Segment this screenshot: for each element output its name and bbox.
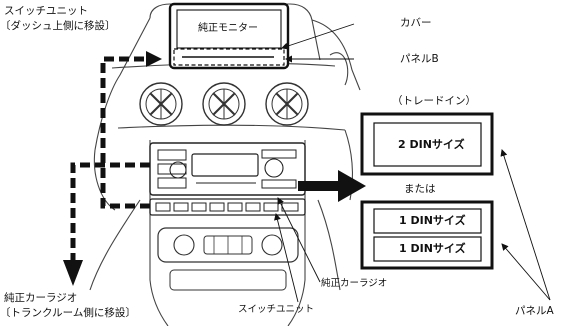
factory-monitor-label: 純正モニター xyxy=(198,23,258,34)
cover-label: カバー xyxy=(400,17,432,29)
factory-radio-center-label: 純正カーラジオ xyxy=(321,278,388,289)
2din-unit-box xyxy=(360,112,494,176)
radio-relocation-arrow xyxy=(63,162,150,286)
1din-size-lower-label: 1 DINサイズ xyxy=(399,242,466,255)
right-vent xyxy=(265,82,309,126)
leader-lines xyxy=(274,23,551,303)
panel-b-label: パネルB xyxy=(400,53,439,65)
or-label: または xyxy=(404,183,436,195)
lower-console xyxy=(157,227,299,291)
switch-unit-title-label: スイッチユニット xyxy=(4,5,88,17)
factory-monitor xyxy=(168,2,290,70)
trade-in-arrow xyxy=(298,170,366,202)
switch-unit-bottom-label: スイッチユニット xyxy=(238,304,315,315)
2din-size-label: 2 DINサイズ xyxy=(398,138,465,151)
factory-radio-note-label: 〔トランクルーム側に移設〕 xyxy=(0,307,136,319)
switch-unit-note-label: 〔ダッシュ上側に移設〕 xyxy=(0,20,116,32)
left-vent xyxy=(139,82,183,126)
air-vents xyxy=(139,82,309,126)
center-vent xyxy=(202,82,246,126)
panel-a-label: パネルA xyxy=(515,305,554,317)
switch-unit-relocation-arrow xyxy=(100,51,162,209)
factory-radio-unit xyxy=(149,142,306,196)
1din-unit-box xyxy=(360,200,494,270)
factory-radio-title-label: 純正カーラジオ xyxy=(4,292,78,304)
switch-unit-strip xyxy=(149,198,306,216)
1din-size-upper-label: 1 DINサイズ xyxy=(399,214,466,227)
trade-in-label: （トレードイン） xyxy=(392,95,476,107)
